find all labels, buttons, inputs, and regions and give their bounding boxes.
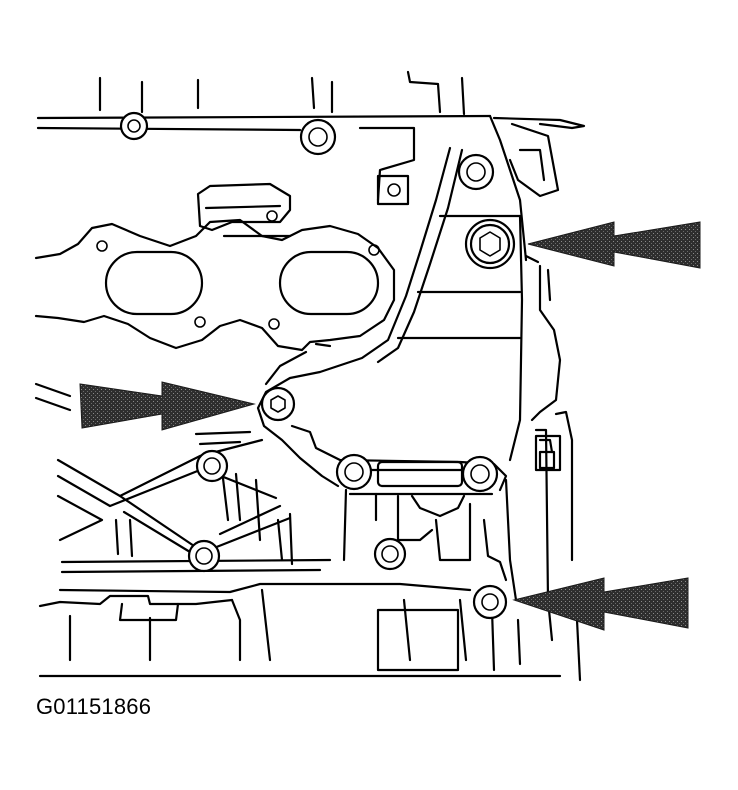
engine-block-ribs — [34, 382, 294, 566]
target-bolt-middle-left — [260, 386, 296, 422]
bracket-lower-left-bolt — [335, 453, 373, 491]
arrow-upper-right — [527, 221, 701, 269]
cylinder-head-outline — [36, 70, 586, 262]
lower-block-bolt — [373, 537, 407, 571]
engine-block-lower — [38, 410, 582, 682]
rib-bolt-lower — [187, 539, 221, 573]
bracket-top-bolt — [457, 153, 495, 191]
top-bolt-left — [119, 111, 149, 141]
exhaust-manifold-gasket — [34, 182, 396, 352]
target-bolt-lower-right — [472, 584, 508, 620]
arrow-lower-right — [512, 577, 689, 631]
small-boss — [376, 174, 410, 206]
figure-code: G01151866 — [36, 694, 152, 719]
top-bolt-middle — [299, 118, 337, 156]
arrow-middle-left — [79, 381, 256, 431]
bracket-lower-right-bolt — [461, 455, 499, 493]
target-bolt-upper-right — [464, 218, 516, 270]
rib-bolt-upper — [195, 449, 229, 483]
